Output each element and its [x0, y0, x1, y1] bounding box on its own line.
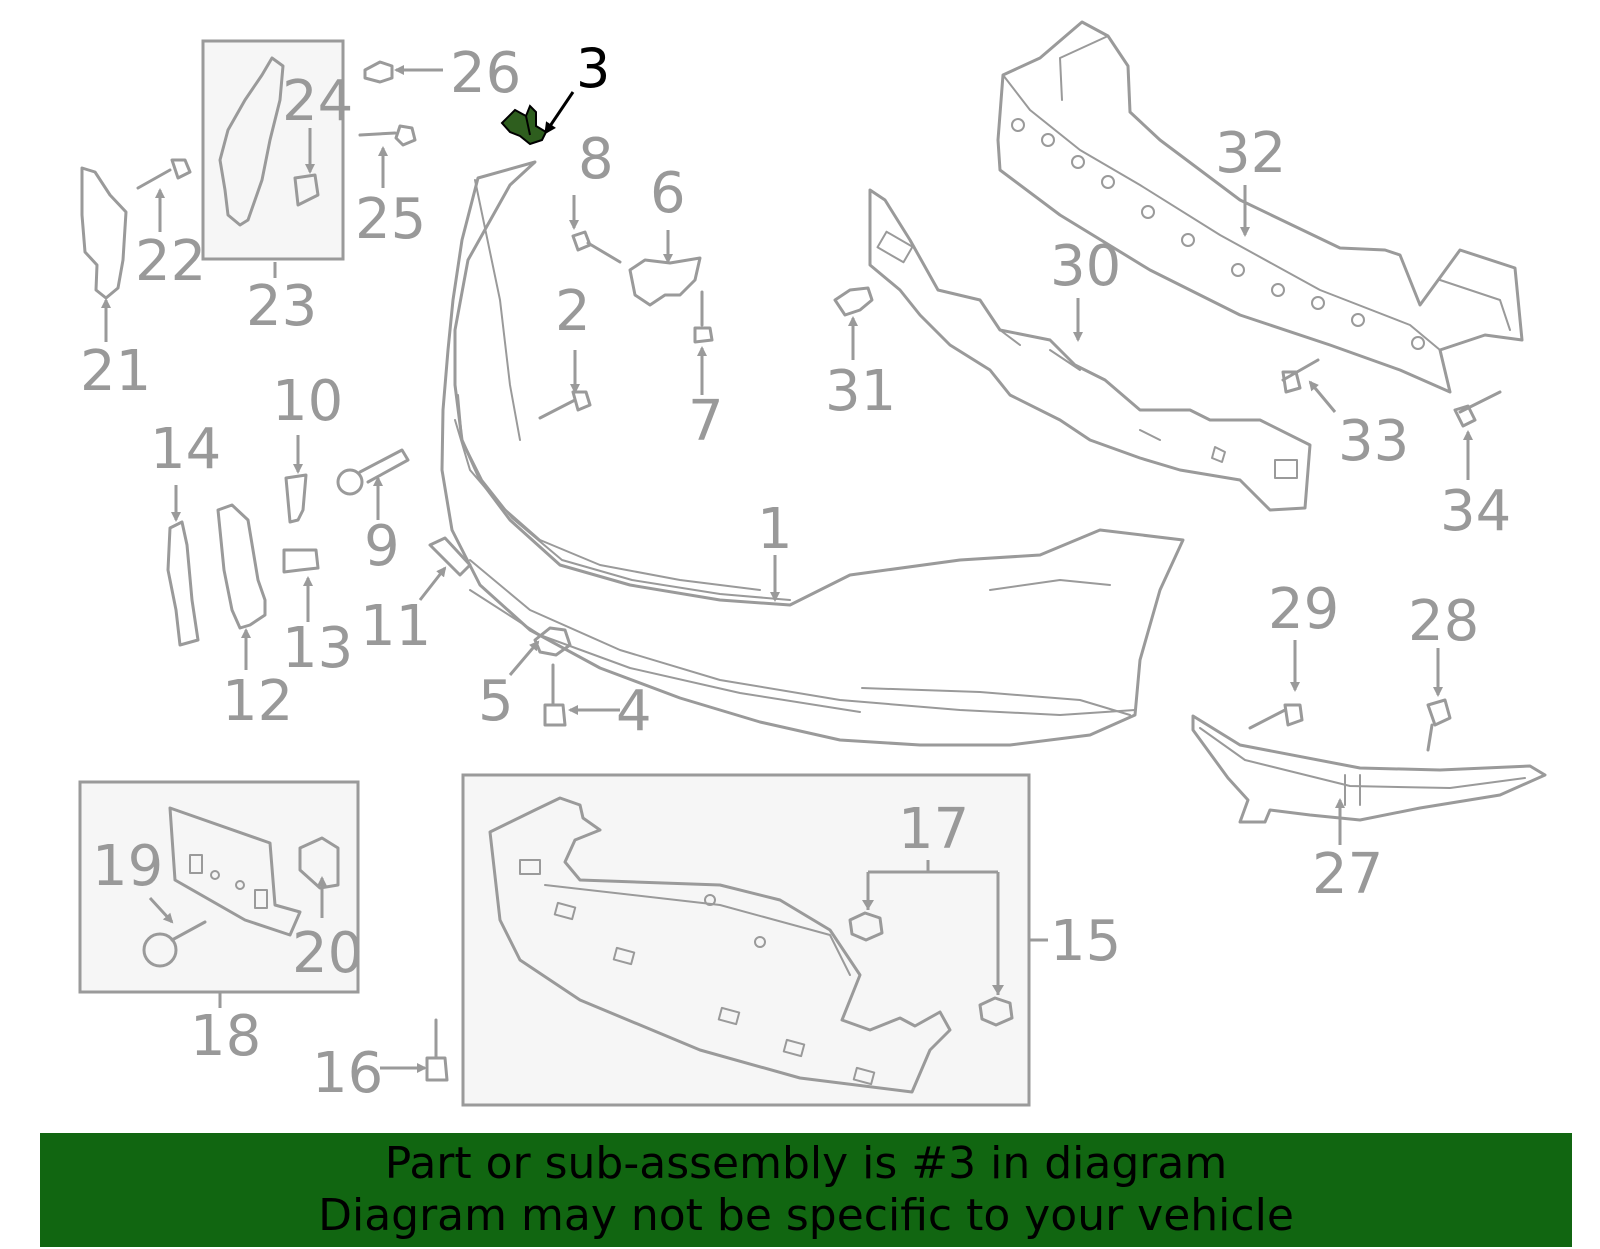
callout-34: 34	[1440, 479, 1511, 544]
callout-labels: 1 2 3 4 5 6 7 8 9 10 11 12 13 14 15 16 1…	[80, 37, 1511, 1106]
callout-18: 18	[190, 1004, 261, 1069]
callout-20: 20	[292, 921, 363, 986]
callout-32: 32	[1215, 121, 1286, 186]
banner-line-1: Part or sub-assembly is #3 in diagram	[384, 1138, 1228, 1189]
callout-24: 24	[282, 69, 353, 134]
info-banner: Part or sub-assembly is #3 in diagram Di…	[40, 1133, 1572, 1247]
kit-box-18	[78, 780, 360, 994]
splash-shield	[488, 796, 952, 1094]
callout-11: 11	[360, 594, 431, 659]
callout-23: 23	[246, 274, 317, 339]
callout-16: 16	[312, 1041, 383, 1106]
callout-9: 9	[364, 514, 400, 579]
kit-box-15	[461, 773, 1031, 1107]
callout-7: 7	[688, 389, 724, 454]
callout-14: 14	[150, 417, 221, 482]
callout-19: 19	[92, 834, 163, 899]
callout-31: 31	[825, 359, 896, 424]
lower-bracket	[1191, 714, 1547, 824]
license-bracket	[168, 806, 340, 937]
callout-13: 13	[282, 616, 353, 681]
callout-26: 26	[450, 41, 521, 106]
small-parts	[80, 56, 1502, 1082]
callout-25: 25	[355, 187, 426, 252]
energy-absorber	[868, 188, 1312, 512]
callout-33: 33	[1338, 409, 1409, 474]
callout-8: 8	[578, 127, 614, 192]
callout-10: 10	[272, 369, 343, 434]
callout-3: 3	[576, 37, 610, 100]
callout-2: 2	[555, 279, 591, 344]
callout-4: 4	[616, 679, 652, 744]
leader-lines	[101, 65, 1473, 1073]
banner-line-2: Diagram may not be specific to your vehi…	[318, 1190, 1294, 1241]
kit-box-23	[201, 39, 345, 261]
callout-29: 29	[1268, 577, 1339, 642]
callout-27: 27	[1312, 842, 1383, 907]
callout-21: 21	[80, 339, 151, 404]
part-3-clip	[500, 104, 548, 146]
callout-1: 1	[757, 497, 793, 562]
reinforcement-beam	[996, 20, 1524, 394]
callout-5: 5	[478, 669, 514, 734]
bumper-cover	[440, 160, 1185, 747]
callout-15: 15	[1050, 909, 1121, 974]
callout-28: 28	[1408, 589, 1479, 654]
callout-30: 30	[1050, 234, 1121, 299]
callout-6: 6	[650, 161, 686, 226]
callout-17: 17	[898, 797, 969, 862]
callout-12: 12	[222, 669, 293, 734]
callout-22: 22	[135, 229, 206, 294]
